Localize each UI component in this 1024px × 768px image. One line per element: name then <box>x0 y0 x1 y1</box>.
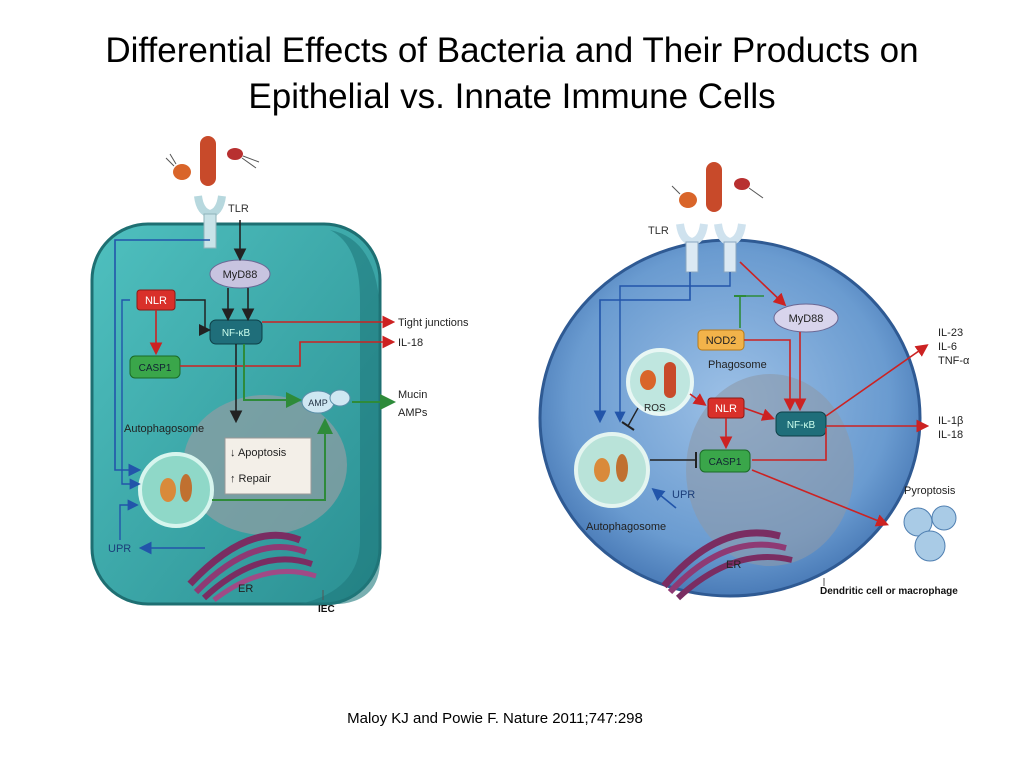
dc-cell-label: Dendritic cell or macrophage <box>820 586 958 597</box>
iec-cell-shadow <box>300 230 380 604</box>
engulfed-bacterium-icon <box>640 370 656 390</box>
phagosome-label: Phagosome <box>708 359 767 371</box>
left-arrows <box>114 220 396 600</box>
flagella-icon <box>671 185 681 195</box>
tlr-stem <box>685 241 699 273</box>
nod2-label: NOD2 <box>706 335 737 347</box>
bacteria-right <box>671 162 764 212</box>
nfkb-label: NF-κB <box>222 328 251 339</box>
er-organelle <box>187 531 317 602</box>
outcome-box <box>224 437 312 495</box>
engulfed-bacterium-icon <box>160 478 176 502</box>
citation: Maloy KJ and Powie F. Nature 2011;747:29… <box>347 710 643 727</box>
iec-cell-label: IEC <box>318 604 335 615</box>
amp-vesicle <box>329 389 351 407</box>
er-label: ER <box>726 559 741 571</box>
output-il6: IL-6 <box>938 341 957 353</box>
tlr-stem <box>203 213 217 249</box>
nfkb-node <box>775 411 827 437</box>
autophagosome-label: Autophagosome <box>586 521 666 533</box>
output-il18: IL-18 <box>398 337 423 349</box>
engulfed-bacterium-icon <box>594 458 610 482</box>
tlr-label: TLR <box>648 225 669 237</box>
rod-bacterium-icon <box>706 162 722 212</box>
tlr-receptor-icon <box>714 223 746 247</box>
output-mucin: Mucin <box>398 389 427 401</box>
output-il1b: IL-1β <box>938 415 963 427</box>
output-tight-junctions: Tight junctions <box>398 317 469 329</box>
rod-bacterium-icon <box>200 136 216 186</box>
amp-node: AMP <box>301 389 351 414</box>
er-organelle <box>661 529 793 601</box>
engulfed-bacterium-icon <box>180 474 192 502</box>
ros-label: ROS <box>644 403 666 414</box>
tlr-receptor-icon <box>194 195 226 219</box>
engulfed-bacterium-icon <box>616 454 628 482</box>
upr-label: UPR <box>672 489 695 501</box>
pyroptosis-label: Pyroptosis <box>904 485 956 497</box>
amp-label: AMP <box>308 398 328 408</box>
er-label: ER <box>238 583 253 595</box>
flagella-icon <box>748 187 764 199</box>
output-il18: IL-18 <box>938 429 963 441</box>
casp1-node <box>129 355 181 379</box>
tlr-label: TLR <box>228 203 249 215</box>
right-arrows <box>593 261 930 586</box>
bacterium-icon <box>734 178 750 190</box>
casp1-label: CASP1 <box>139 363 172 374</box>
tlr-stem <box>723 241 737 273</box>
apoptosis-label: ↓ Apoptosis <box>230 447 287 459</box>
slide-title: Differential Effects of Bacteria and The… <box>105 31 919 116</box>
tlr-receptor-icon <box>676 223 708 247</box>
myd88-label: MyD88 <box>223 269 258 281</box>
bacterium-icon <box>679 192 697 208</box>
tlr-receptor-right: TLR <box>648 223 746 273</box>
casp1-label: CASP1 <box>709 457 742 468</box>
output-tnf: TNF-α <box>938 355 970 367</box>
nfkb-label: NF-κB <box>787 420 816 431</box>
upr-label: UPR <box>108 543 131 555</box>
phagosome-vesicle <box>626 348 694 416</box>
nlr-label: NLR <box>715 403 737 415</box>
engulfed-rod-icon <box>664 362 676 398</box>
nlr-label: NLR <box>145 295 167 307</box>
bacterium-icon <box>227 148 243 160</box>
output-amps: AMPs <box>398 407 428 419</box>
myd88-node <box>773 303 839 333</box>
repair-label: ↑ Repair <box>230 473 271 485</box>
pyroptotic-cells-icon <box>903 505 957 562</box>
autophagosome-label: Autophagosome <box>124 423 204 435</box>
autophagosome-vesicle <box>574 432 650 508</box>
flagella-icon <box>165 153 177 167</box>
bacterium-icon <box>173 164 191 180</box>
casp1-node <box>699 449 751 473</box>
output-il23: IL-23 <box>938 327 963 339</box>
myd88-label: MyD88 <box>789 313 824 325</box>
flagella-icon <box>241 155 260 169</box>
bacteria-left <box>165 136 260 186</box>
